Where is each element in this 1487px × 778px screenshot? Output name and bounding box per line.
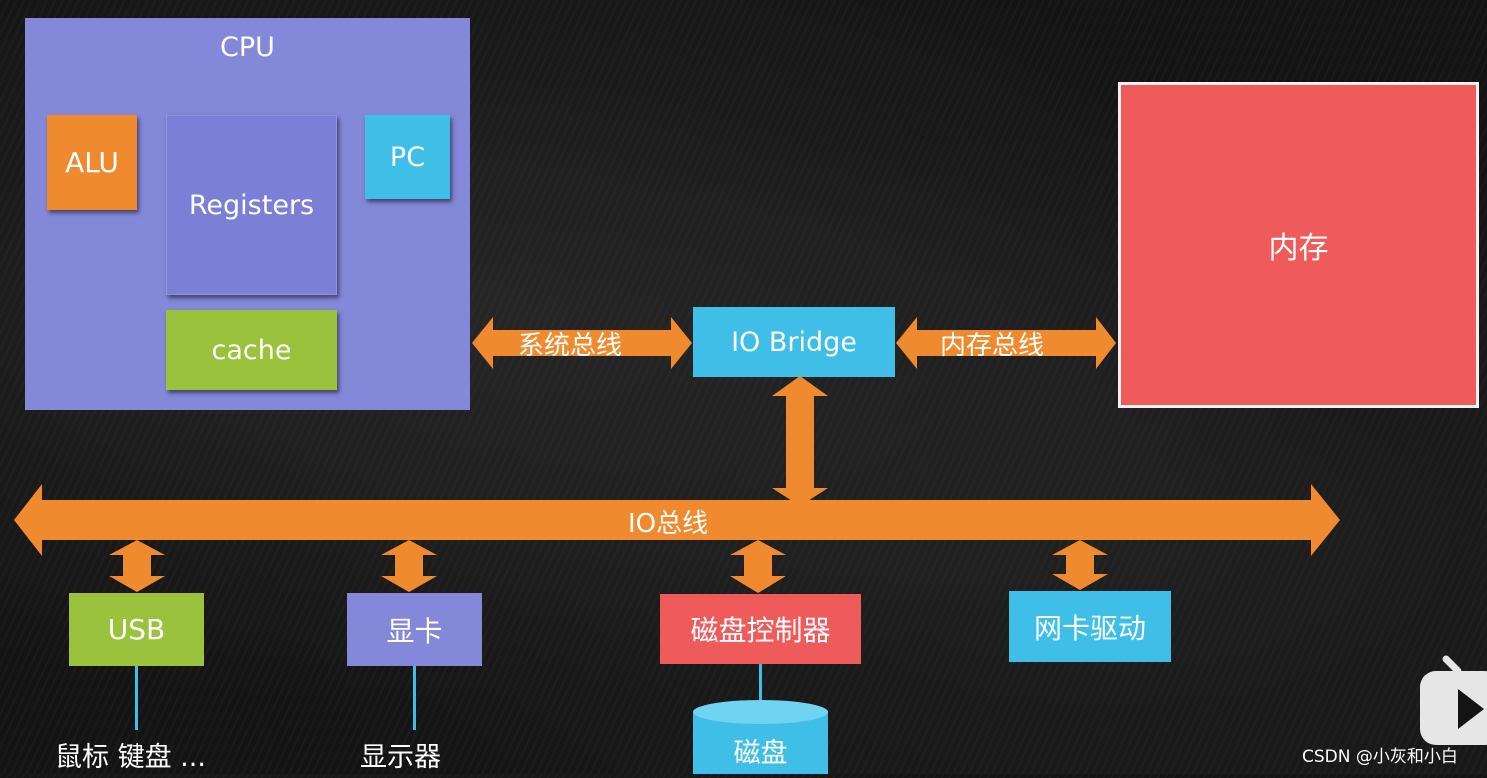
pc-box: PC — [365, 115, 450, 199]
cache-box: cache — [166, 310, 337, 390]
nic-bus-arrow — [1052, 540, 1108, 590]
monitor-label: 显示器 — [360, 742, 441, 773]
registers-box: Registers — [166, 115, 337, 295]
disk-bus-arrow — [730, 540, 786, 593]
disk-cylinder-shape — [693, 700, 828, 774]
usb-connector — [135, 666, 138, 730]
disk-label: 磁盘 — [733, 737, 788, 769]
io-bus-arrow — [14, 484, 1340, 556]
registers-label: Registers — [188, 189, 315, 221]
bridge-io-arrow — [772, 376, 828, 506]
disk-controller-box: 磁盘控制器 — [660, 594, 861, 664]
disk-connector — [759, 664, 762, 704]
system-bus-arrow — [472, 317, 692, 369]
io-bus-label: IO总线 — [628, 509, 709, 539]
memory-label: 内存 — [1268, 231, 1329, 266]
io-bridge-label: IO Bridge — [731, 326, 857, 358]
usb-box: USB — [69, 593, 204, 666]
tv-logo-icon — [1418, 655, 1487, 778]
disk-cylinder: 磁盘 — [693, 700, 828, 774]
watermark: CSDN @小灰和小白 — [1302, 747, 1458, 767]
memory-bus-label: 内存总线 — [940, 331, 1045, 361]
pc-label: PC — [389, 141, 426, 173]
nic-box: 网卡驱动 — [1009, 591, 1171, 662]
gpu-connector — [413, 666, 416, 730]
alu-box: ALU — [47, 115, 137, 210]
usb-label: USB — [107, 613, 166, 646]
usb-peripherals-label: 鼠标 键盘 ... — [55, 742, 206, 773]
memory-bus-arrow — [896, 317, 1116, 369]
nic-label: 网卡驱动 — [1033, 611, 1146, 645]
usb-bus-arrow — [109, 540, 165, 592]
system-bus-label: 系统总线 — [518, 331, 623, 361]
disk-controller-label: 磁盘控制器 — [690, 614, 831, 647]
memory-box: 内存 — [1118, 82, 1479, 408]
cache-label: cache — [211, 334, 292, 366]
gpu-box: 显卡 — [347, 593, 482, 666]
gpu-bus-arrow — [381, 540, 437, 592]
cpu-title: CPU — [220, 32, 275, 63]
io-bridge-box: IO Bridge — [693, 307, 895, 377]
gpu-label: 显卡 — [386, 614, 443, 648]
alu-label: ALU — [65, 146, 119, 179]
